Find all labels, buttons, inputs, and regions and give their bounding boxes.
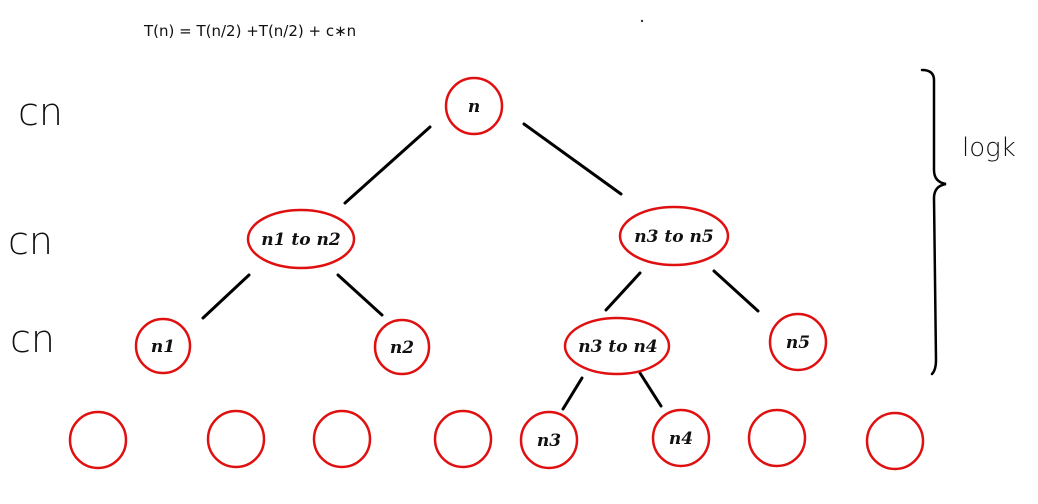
tree-height-label: logk xyxy=(962,133,1016,163)
edge-left-ll xyxy=(201,273,251,320)
tree-edges xyxy=(201,122,760,411)
tree-node-rl xyxy=(563,316,671,376)
edge-left-lr xyxy=(336,273,384,317)
tree-node-rlr xyxy=(651,408,711,468)
node-label-ll: n1 xyxy=(151,337,175,357)
node-label-root: n xyxy=(468,97,480,117)
stray-dot xyxy=(640,19,644,23)
level-cost-0: cn xyxy=(18,90,63,134)
edge-rl-rlr xyxy=(638,371,663,408)
node-label-rr: n5 xyxy=(786,333,810,353)
tree-node-root xyxy=(444,76,504,136)
leaf-node-empty-5 xyxy=(747,408,807,468)
level-cost-1: cn xyxy=(8,219,53,263)
tree-node-left xyxy=(246,208,356,270)
tree-node-rll xyxy=(519,410,579,470)
leaf-node-empty-4 xyxy=(433,409,493,469)
tree-node-ll xyxy=(134,317,192,375)
node-label-right: n3 to n5 xyxy=(634,227,713,247)
leaf-node-empty-2 xyxy=(206,409,266,469)
tree-node-rr xyxy=(768,312,828,372)
level-cost-2: cn xyxy=(10,317,55,361)
tree-node-right xyxy=(618,205,730,267)
edge-rl-rll xyxy=(561,376,584,411)
node-label-rl: n3 to n4 xyxy=(578,337,657,357)
node-label-rlr: n4 xyxy=(669,429,693,449)
edge-root-right xyxy=(522,122,623,196)
leaf-node-empty-1 xyxy=(68,410,128,470)
leaf-node-empty-3 xyxy=(312,409,372,469)
node-label-left: n1 to n2 xyxy=(261,230,341,250)
edge-right-rr xyxy=(712,269,760,313)
tree-node-lr xyxy=(373,318,431,376)
recurrence-formula: T(n) = T(n/2) +T(n/2) + c∗n xyxy=(143,22,356,40)
node-label-lr: n2 xyxy=(390,338,414,358)
node-label-rll: n3 xyxy=(537,431,561,451)
edge-root-left xyxy=(343,125,432,205)
leaf-node-empty-6 xyxy=(865,411,925,471)
height-brace xyxy=(920,68,947,376)
edge-right-rl xyxy=(604,271,642,312)
